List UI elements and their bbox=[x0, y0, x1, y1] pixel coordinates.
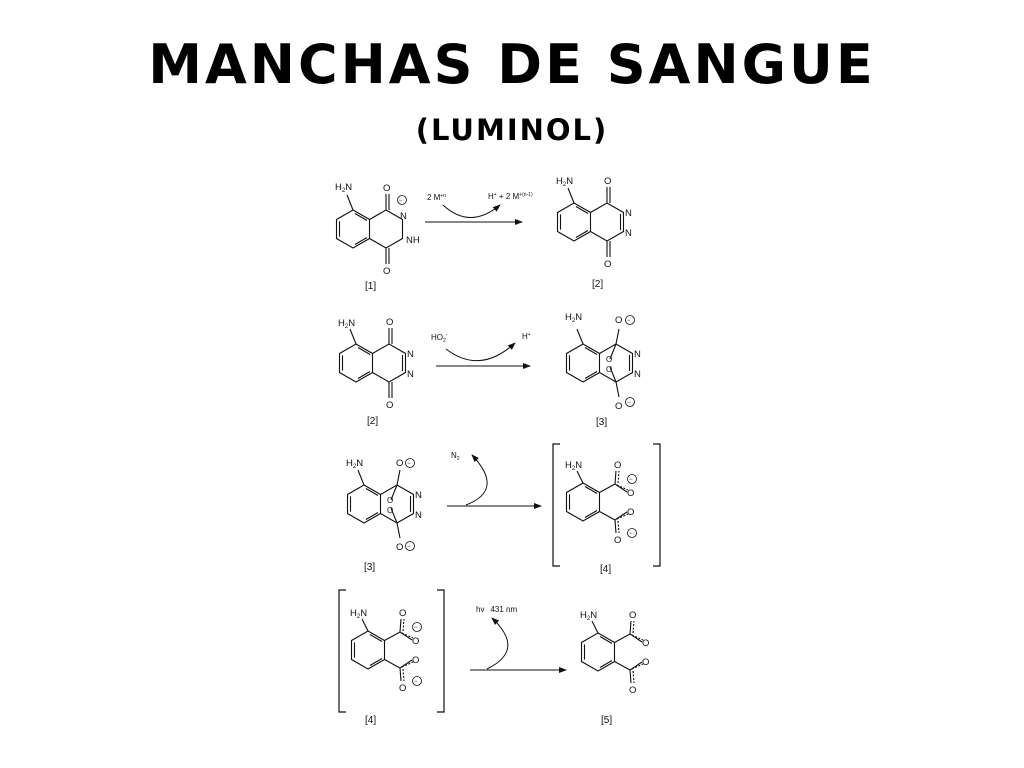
svg-text:O: O bbox=[604, 259, 611, 270]
molecule-3a: H2N O O O O N N − − bbox=[565, 312, 641, 412]
molecule-4a: H2N O O O O − − bbox=[565, 460, 637, 546]
label-1: [1] bbox=[365, 281, 376, 292]
reagent-in-1: 2 M+n bbox=[427, 193, 446, 202]
label-3b: [3] bbox=[364, 562, 375, 573]
svg-text:NH: NH bbox=[406, 235, 420, 246]
label-2a: [2] bbox=[592, 279, 603, 290]
svg-text:−: − bbox=[399, 198, 403, 204]
reagent-out-2: H+ bbox=[522, 332, 531, 341]
svg-text:N: N bbox=[625, 208, 632, 219]
reaction-3: H2N O O O O N N − − [3] N2 bbox=[346, 443, 661, 575]
reagent-out-3: N2 bbox=[451, 451, 460, 462]
svg-text:O: O bbox=[615, 401, 622, 412]
label-4a: [4] bbox=[600, 564, 611, 575]
label-4b: [4] bbox=[365, 715, 376, 726]
bracket-right-4b bbox=[437, 589, 445, 713]
curved-arrow-1 bbox=[442, 204, 501, 218]
svg-text:O: O bbox=[399, 608, 406, 619]
bracket-left-4b bbox=[338, 589, 346, 713]
label-2b: [2] bbox=[367, 416, 378, 427]
svg-text:O: O bbox=[386, 317, 393, 328]
svg-text:O: O bbox=[629, 610, 636, 621]
svg-text:N: N bbox=[415, 510, 422, 521]
svg-text:O: O bbox=[387, 496, 393, 505]
svg-text:O: O bbox=[606, 355, 612, 364]
bracket-left-4a bbox=[552, 443, 560, 567]
curved-arrow-4 bbox=[486, 617, 509, 670]
svg-text:O: O bbox=[606, 365, 612, 374]
svg-text:O: O bbox=[396, 458, 403, 469]
molecule-3b: H2N O O O O N N − − bbox=[346, 458, 422, 553]
svg-text:N: N bbox=[415, 490, 422, 501]
svg-text:O: O bbox=[412, 655, 419, 666]
svg-text:O: O bbox=[614, 460, 621, 471]
svg-text:N: N bbox=[407, 369, 414, 380]
svg-text:O: O bbox=[604, 176, 611, 187]
reagent-out-1: H+ + 2 M+(n-1) bbox=[488, 192, 533, 201]
molecule-5: H2N O O O O bbox=[580, 610, 649, 696]
curved-arrow-2 bbox=[445, 342, 516, 362]
label-3a: [3] bbox=[596, 417, 607, 428]
svg-text:O: O bbox=[614, 535, 621, 546]
svg-text:N: N bbox=[634, 349, 641, 360]
svg-text:−: − bbox=[407, 461, 411, 467]
reagent-in-2: HO2- bbox=[431, 332, 448, 344]
svg-text:H2N: H2N bbox=[580, 610, 597, 622]
molecule-2a: H2N O O N N bbox=[556, 176, 632, 270]
svg-text:O: O bbox=[412, 636, 419, 647]
svg-text:−: − bbox=[414, 625, 418, 631]
svg-text:O: O bbox=[386, 400, 393, 411]
molecule-4b: H2N O O O O − − bbox=[350, 608, 422, 694]
molecule-2b: H2N O O N N bbox=[338, 317, 414, 411]
svg-text:−: − bbox=[629, 531, 633, 537]
svg-text:O: O bbox=[383, 266, 390, 277]
label-5: [5] bbox=[601, 715, 612, 726]
svg-text:H2N: H2N bbox=[346, 458, 363, 470]
svg-text:O: O bbox=[615, 315, 622, 326]
svg-text:N: N bbox=[634, 369, 641, 380]
svg-text:−: − bbox=[407, 544, 411, 550]
svg-text:−: − bbox=[627, 400, 631, 406]
molecule-1: H2N O O N NH − bbox=[335, 182, 420, 277]
svg-text:O: O bbox=[399, 683, 406, 694]
svg-text:O: O bbox=[642, 638, 649, 649]
svg-text:H2N: H2N bbox=[565, 312, 582, 324]
svg-text:−: − bbox=[629, 477, 633, 483]
svg-text:O: O bbox=[627, 507, 634, 518]
page-title: MANCHAS DE SANGUE bbox=[148, 33, 876, 96]
reaction-1: H2N O O N NH − [1] 2 M+n H+ + 2 M+(n-1) … bbox=[335, 176, 632, 292]
svg-text:−: − bbox=[627, 318, 631, 324]
svg-text:N: N bbox=[400, 211, 407, 222]
amine-label: H2N bbox=[335, 182, 352, 194]
svg-text:O: O bbox=[387, 506, 393, 515]
svg-text:H2N: H2N bbox=[556, 176, 573, 188]
svg-text:N: N bbox=[625, 228, 632, 239]
curved-arrow-3 bbox=[465, 454, 488, 506]
svg-text:H2N: H2N bbox=[350, 608, 367, 620]
svg-text:−: − bbox=[414, 679, 418, 685]
svg-text:H2N: H2N bbox=[338, 318, 355, 330]
page-subtitle: (LUMINOL) bbox=[415, 113, 609, 147]
reaction-2: H2N O O N N [2] HO2- H+ H2N O O O bbox=[338, 312, 641, 428]
svg-text:O: O bbox=[396, 542, 403, 553]
bracket-right-4a bbox=[653, 443, 661, 567]
svg-text:O: O bbox=[642, 657, 649, 668]
svg-text:H2N: H2N bbox=[565, 460, 582, 472]
svg-text:N: N bbox=[407, 349, 414, 360]
svg-text:O: O bbox=[383, 183, 390, 194]
svg-text:O: O bbox=[629, 685, 636, 696]
svg-text:O: O bbox=[627, 488, 634, 499]
